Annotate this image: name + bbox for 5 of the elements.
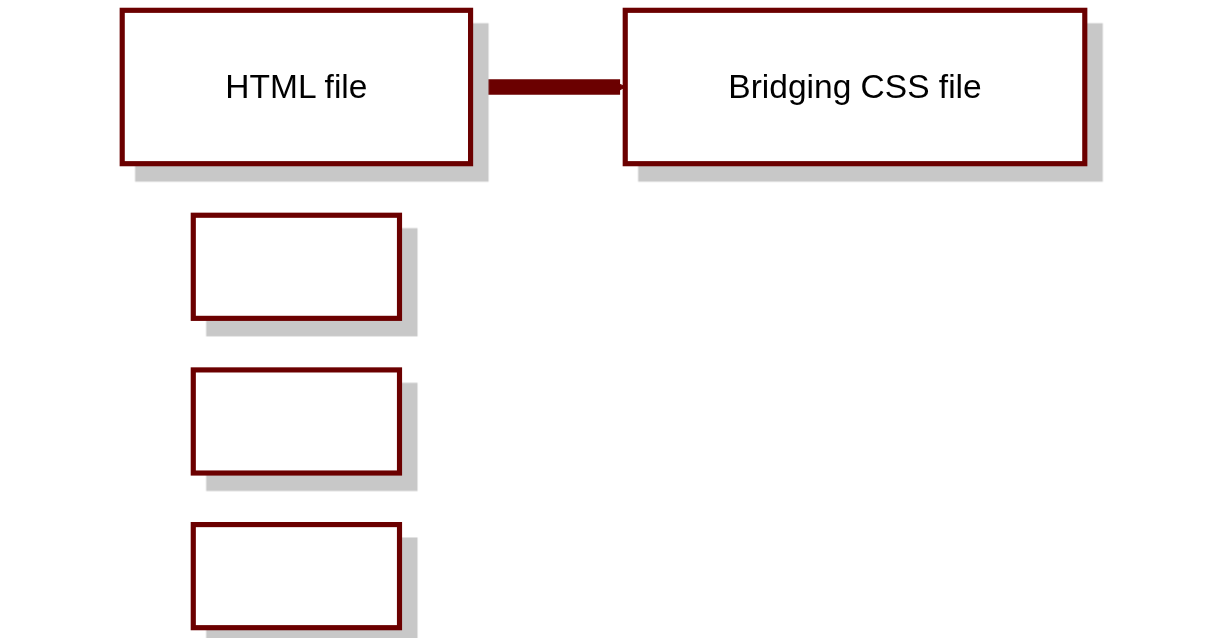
node-box: HTML file	[119, 7, 474, 167]
node-box	[190, 367, 403, 476]
node-box	[190, 212, 403, 321]
node-box	[190, 522, 403, 631]
node-box: Bridging CSS file	[622, 7, 1088, 167]
